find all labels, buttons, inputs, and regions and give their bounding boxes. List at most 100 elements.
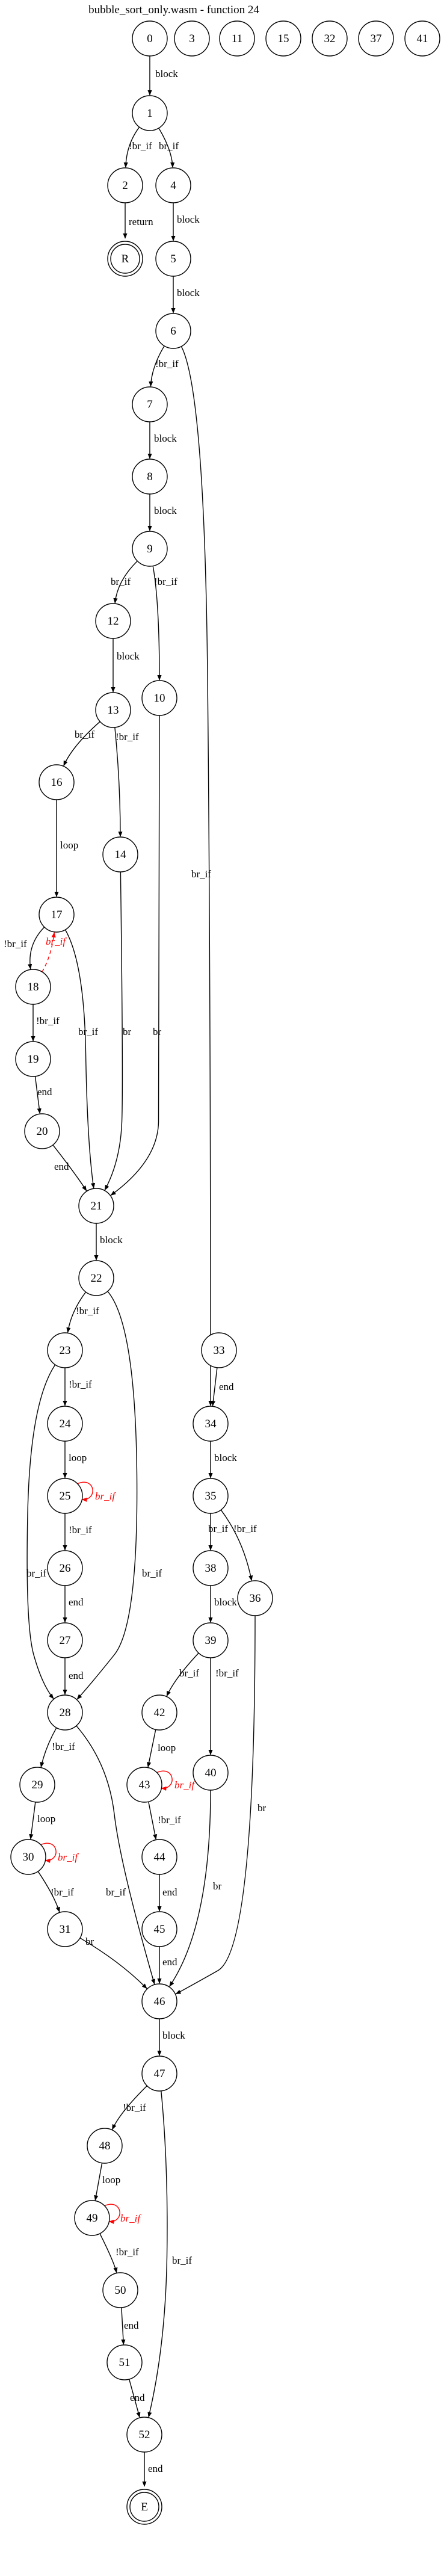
- edge-label: !br_if: [155, 358, 179, 369]
- node-circle: [47, 1332, 83, 1368]
- edge-28-29: !br_if: [40, 1727, 75, 1768]
- edge-line: [42, 931, 56, 972]
- node-circle: [10, 1839, 46, 1875]
- node-circle: [193, 1755, 229, 1791]
- edge-line: [169, 1790, 211, 1987]
- node-circle-inner: [110, 244, 140, 274]
- edge-label: !br_if: [123, 2102, 146, 2113]
- node-label: 47: [154, 2068, 165, 2080]
- edge-39-42: br_if: [166, 1652, 199, 1697]
- node-circle: [95, 692, 131, 728]
- edge-21-22: block: [94, 1223, 123, 1261]
- node-36: 36: [237, 1580, 273, 1616]
- edge-line: [28, 927, 45, 970]
- node-circle: [193, 1406, 229, 1442]
- node-6: 6: [155, 313, 191, 349]
- edge-label: !br_if: [233, 1523, 257, 1534]
- edge-line: [148, 1802, 158, 1840]
- edge-40-46: br: [169, 1790, 222, 1987]
- edge-line: [40, 1842, 57, 1864]
- edge-label: end: [54, 1161, 69, 1172]
- node-circle: [141, 680, 177, 716]
- node-label: 3: [189, 32, 195, 45]
- node-26: 26: [47, 1550, 83, 1586]
- edge-label: block: [214, 1452, 237, 1463]
- node-3: 3: [174, 20, 210, 57]
- node-circle: [193, 1622, 229, 1658]
- edge-19-20: end: [34, 1076, 52, 1114]
- edge-35-38: br_if: [208, 1513, 228, 1551]
- edge-52-E: end: [142, 2452, 163, 2487]
- node-label: 16: [51, 776, 63, 789]
- edge-label: loop: [37, 1813, 55, 1824]
- node-label: 43: [139, 1779, 150, 1791]
- node-circle: [15, 969, 51, 1005]
- edge-line: [66, 1291, 87, 1333]
- edge-label: br: [257, 1802, 267, 1814]
- edge-29-30: loop: [29, 1802, 55, 1840]
- node-43: 43: [126, 1767, 162, 1803]
- edge-line: [147, 2090, 168, 2418]
- node-label: 40: [205, 1767, 217, 1779]
- node-label: 17: [51, 909, 63, 921]
- node-label: E: [141, 2501, 148, 2513]
- node-circle: [358, 20, 394, 57]
- edge-label: br_if: [120, 2213, 141, 2224]
- edge-label: !br_if: [129, 140, 152, 152]
- node-0: 0: [132, 20, 168, 57]
- edge-line: [123, 126, 140, 168]
- edge-22-28: br_if: [76, 1291, 162, 1700]
- node-label: 51: [119, 2356, 131, 2369]
- node-14: 14: [102, 836, 138, 873]
- node-label: 33: [214, 1344, 225, 1357]
- edge-label: end: [162, 1956, 177, 1968]
- edge-51-52: end: [129, 2379, 145, 2418]
- node-27: 27: [47, 1622, 83, 1658]
- edge-line: [79, 1938, 147, 1989]
- node-label: 10: [154, 692, 165, 705]
- node-15: 15: [265, 20, 301, 57]
- node-label: 22: [91, 1272, 102, 1285]
- node-circle-inner: [129, 2492, 159, 2522]
- edge-line: [220, 1509, 253, 1581]
- node-label: 11: [232, 32, 242, 45]
- edge-13-16: br_if: [63, 721, 100, 767]
- node-circle: [95, 603, 131, 639]
- node-39: 39: [193, 1622, 229, 1658]
- edge-line: [149, 345, 165, 387]
- node-46: 46: [141, 1983, 177, 2019]
- edge-label: !br_if: [116, 731, 139, 743]
- edge-label: br_if: [46, 936, 67, 947]
- node-circle: [47, 1550, 83, 1586]
- node-32: 32: [312, 20, 348, 57]
- edge-23-24: !br_if: [63, 1368, 92, 1406]
- node-label: 28: [60, 1707, 71, 1719]
- edge-18-19: !br_if: [31, 1004, 60, 1042]
- node-19: 19: [15, 1041, 51, 1077]
- edge-line: [152, 566, 162, 681]
- node-label: 5: [170, 253, 176, 265]
- edge-8-9: block: [147, 494, 177, 531]
- node-label: R: [122, 253, 129, 265]
- edge-26-27: end: [63, 1586, 84, 1623]
- node-circle: [155, 167, 191, 203]
- node-35: 35: [193, 1478, 229, 1514]
- node-12: 12: [95, 603, 131, 639]
- node-circle: [107, 167, 143, 203]
- edge-label: end: [130, 2392, 145, 2403]
- edge-line: [76, 1291, 138, 1700]
- node-label: 26: [60, 1562, 71, 1575]
- edge-44-45: end: [157, 1874, 177, 1912]
- edge-0-1: block: [147, 56, 178, 96]
- node-11: 11: [219, 20, 255, 57]
- node-circle: [78, 1188, 114, 1224]
- node-4: 4: [155, 167, 191, 203]
- edge-label: !br_if: [36, 1015, 60, 1027]
- edge-label: br_if: [58, 1852, 79, 1863]
- node-circle: [106, 2344, 143, 2380]
- node-label: 4: [170, 179, 176, 192]
- edge-line: [76, 1725, 155, 1985]
